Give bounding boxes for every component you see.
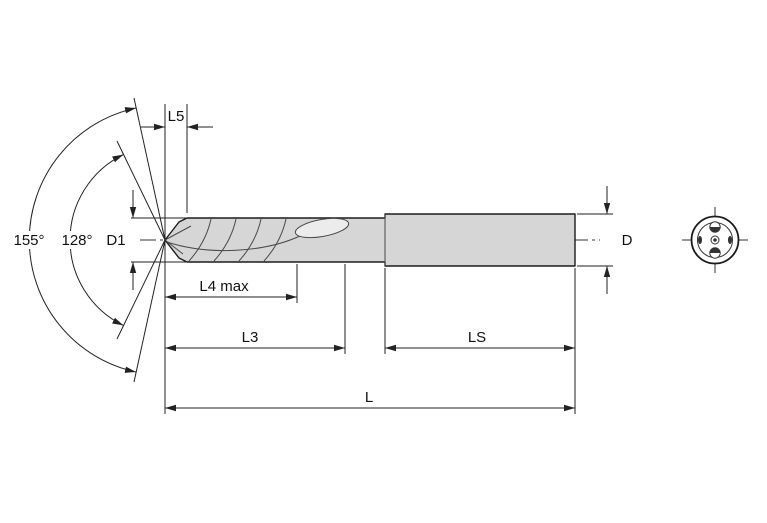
- drill-body: [164, 213, 576, 267]
- label-l5: L5: [168, 108, 185, 125]
- dimension-l: L: [165, 389, 575, 412]
- dimension-l4-max: L4 max: [165, 264, 298, 303]
- label-angle-128: 128°: [61, 232, 92, 249]
- label-l: L: [365, 389, 373, 406]
- label-l3: L3: [242, 329, 259, 346]
- angle-128-line-lower: [116, 239, 166, 340]
- label-d: D: [622, 232, 633, 249]
- label-l4-max: L4 max: [199, 278, 249, 295]
- point-angle-construction: 155° 128°: [6, 97, 166, 383]
- angle-155-line-lower: [133, 239, 166, 383]
- drill-end-view: [682, 207, 748, 273]
- dimension-d1: D1: [106, 190, 186, 290]
- web-center-circle: [710, 235, 720, 245]
- flute-helix-lines: [164, 218, 301, 262]
- flute-runout: [294, 217, 350, 239]
- label-d1: D1: [106, 232, 125, 249]
- dimension-ls: LS: [384, 268, 576, 414]
- dimension-l3: L3: [165, 264, 346, 354]
- label-ls: LS: [468, 329, 486, 346]
- margin-mark-right: [728, 236, 732, 244]
- dimension-d: D: [577, 186, 633, 294]
- angle-128-line-upper: [116, 140, 166, 241]
- margin-mark-left: [698, 236, 702, 244]
- drill-side-view: [164, 213, 576, 267]
- label-angle-155: 155°: [13, 232, 44, 249]
- angle-155-line-upper: [133, 97, 166, 241]
- dimension-l5: L5: [141, 104, 213, 414]
